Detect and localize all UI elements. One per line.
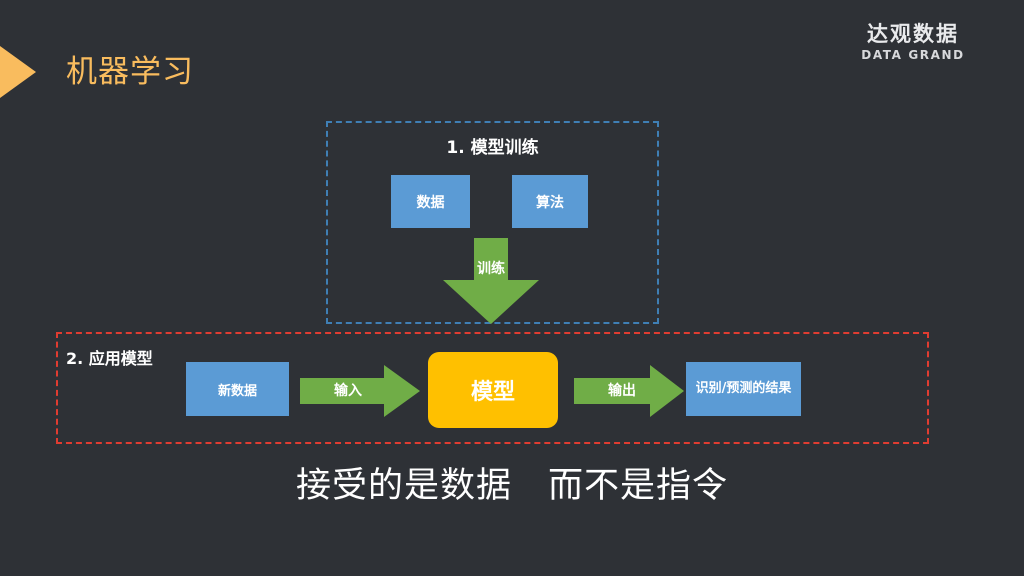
- node-model[interactable]: 模型: [428, 352, 558, 428]
- arrow-train-down-icon: [443, 238, 539, 324]
- title-marker-icon: [0, 46, 36, 98]
- brand-logo: 达观数据 DATA GRAND: [838, 22, 988, 63]
- training-heading: 1. 模型训练: [446, 138, 539, 158]
- arrow-input-label: 输入: [334, 383, 362, 399]
- node-algorithm[interactable]: 算法: [512, 175, 588, 228]
- logo-chinese-text: 达观数据: [867, 22, 959, 46]
- node-result[interactable]: 识别/预测的结果: [686, 362, 801, 416]
- arrow-output-right-icon: [574, 365, 684, 417]
- arrow-train-label: 训练: [477, 261, 505, 277]
- arrow-input-right-icon: [300, 365, 420, 417]
- slide-caption: 接受的是数据 而不是指令: [295, 466, 728, 506]
- node-new-data[interactable]: 新数据: [186, 362, 289, 416]
- training-group-box: [326, 121, 659, 324]
- application-group-box: [56, 332, 929, 444]
- node-data[interactable]: 数据: [391, 175, 470, 228]
- logo-english-text: DATA GRAND: [861, 48, 965, 62]
- application-heading: 2. 应用模型: [66, 349, 153, 368]
- arrow-output-label: 输出: [608, 383, 636, 399]
- page-title: 机器学习: [66, 54, 194, 90]
